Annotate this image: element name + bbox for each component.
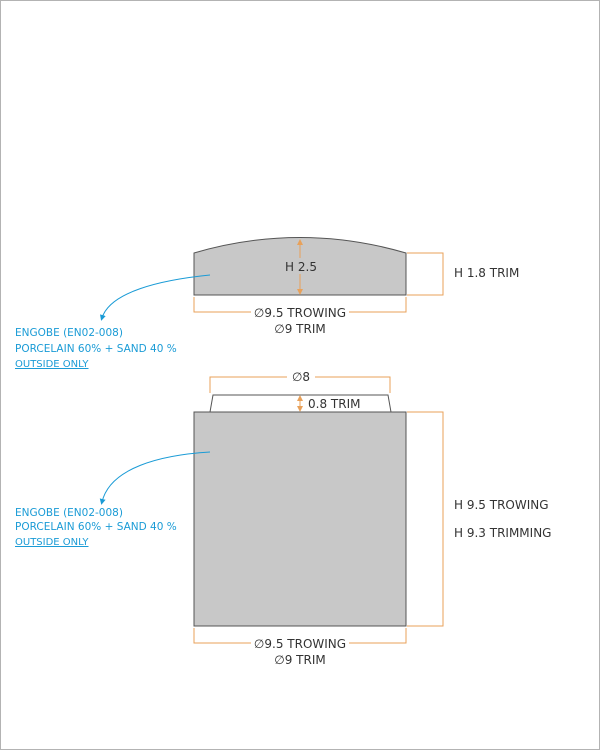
lid-diameter-label-bg: [251, 305, 349, 319]
body-height-trowing-label: H 9.5 TROWING: [454, 498, 549, 512]
body-height-trimming-label: H 9.3 TRIMMING: [454, 526, 551, 540]
body-note-leader: [99, 451, 211, 505]
body-top-diameter-label-bg: [287, 370, 315, 384]
body-note-line2: PORCELAIN 60% + SAND 40 %: [15, 521, 177, 533]
lid-view: H 2.5 H 1.8 TRIM ∅9.5 TROWING ∅9 TRIM EN…: [15, 237, 519, 370]
lid-height-bracket: [407, 252, 444, 296]
lid-height-label: H 1.8 TRIM: [454, 266, 519, 280]
body-view: ∅8 0.8 TRIM H 9.5 TROWING H 9.3 TRIMMING…: [15, 370, 551, 667]
body-diameter-label-bg: [251, 636, 349, 650]
lid-diameter-trim-label: ∅9 TRIM: [274, 322, 325, 336]
lid-inner-height-label: H 2.5: [285, 260, 317, 274]
body-rim-height-label: 0.8 TRIM: [308, 397, 360, 411]
body-shape: [193, 411, 407, 627]
lid-note-line1: ENGOBE (EN02-008): [15, 327, 123, 339]
body-height-bracket: [407, 411, 444, 627]
body-note-line3: OUTSIDE ONLY: [15, 537, 89, 548]
lid-inner-height-label-bg: [282, 258, 322, 274]
body-diameter-trowing-label: ∅9.5 TROWING: [254, 637, 346, 651]
body-top-diameter-label: ∅8: [292, 370, 310, 384]
body-diameter-trim-label: ∅9 TRIM: [274, 653, 325, 667]
lid-note-leader: [100, 274, 211, 321]
lid-note-line3: OUTSIDE ONLY: [15, 359, 89, 370]
body-note-line1: ENGOBE (EN02-008): [15, 507, 123, 519]
lid-note-line2: PORCELAIN 60% + SAND 40 %: [15, 343, 177, 355]
lid-diameter-trowing-label: ∅9.5 TROWING: [254, 306, 346, 320]
